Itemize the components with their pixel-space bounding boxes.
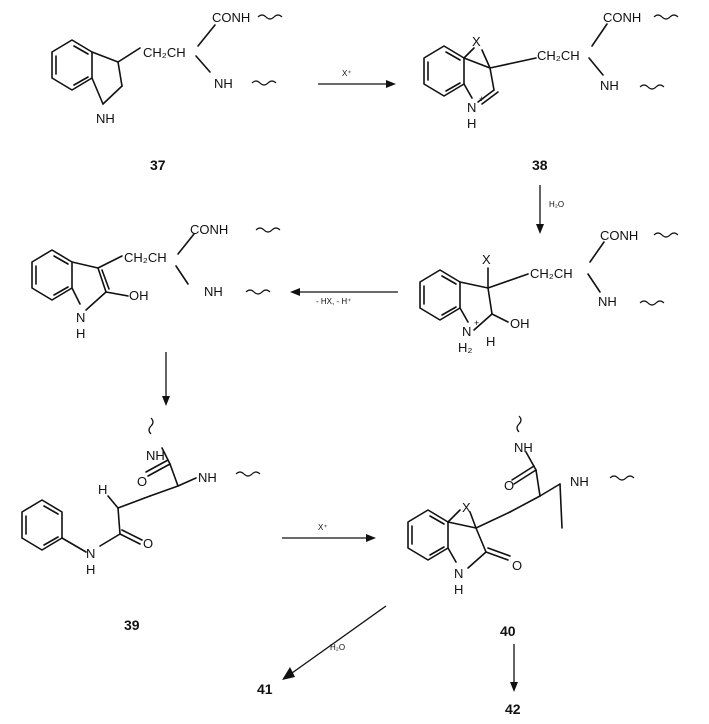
reagent-x-plus-1: X⁺ [342,69,352,78]
compound-39-nh-side-label: NH [198,470,217,485]
reagent-water-2: H₂O [330,643,345,652]
hydrate-h-label: H [486,334,495,349]
hydrate-ch2ch-label: CH₂CH [530,266,573,281]
arrow-to-41 [282,605,387,680]
compound-42-number: 42 [505,701,521,717]
compound-39-o-upper-label: O [137,474,147,489]
compound-37-structure [51,14,283,105]
compound-38-plus-label: + [479,94,484,104]
compound-39-n-label: N [86,546,95,561]
hydrate-plus-label: + [474,318,479,328]
compound-39-o-lower-label: O [143,536,153,551]
compound-38-structure [423,14,679,105]
compound-41-number: 41 [257,681,273,697]
compound-39-number: 39 [124,617,140,633]
compound-39-structure [21,417,261,553]
compound-38-number: 38 [532,157,548,173]
arrow-38-to-hydrate [536,185,544,234]
compound-40-amide-nh-label: NH [514,440,533,455]
compound-40-x-label: X [462,500,471,515]
hydroxyindole-n-label: N [76,310,85,325]
hydroxyindole-nh-side-label: NH [204,284,223,299]
compound-40-nh-side-label: NH [570,474,589,489]
compound-37-nh-label: NH [96,111,115,126]
hydroxyindole-ch2ch-label: CH₂CH [124,250,167,265]
hydrate-n-label: N [462,324,471,339]
hydrate-intermediate-structure [419,232,679,331]
compound-40-structure [407,415,635,569]
compound-39-h-label: H [98,482,107,497]
arrow-39-to-40 [282,534,376,542]
compound-40-n-label: N [454,566,463,581]
reagent-water-1: H₂O [549,200,564,209]
compound-38-n-label: N [467,100,476,115]
compound-38-h-label: H [467,116,476,131]
compound-37-conh-label: CONH [212,10,250,25]
compound-40-o-lower-label: O [512,558,522,573]
arrow-hydrate-to-hydroxyindole [290,288,398,296]
arrow-37-to-38 [318,80,396,88]
hydroxyindole-h-label: H [76,326,85,341]
hydrate-oh-label: OH [510,316,530,331]
arrow-hydroxyindole-to-39 [162,352,170,406]
compound-38-ch2ch-label: CH₂CH [537,48,580,63]
compound-39-amide-nh-label: NH [146,448,165,463]
arrow-40-to-42 [510,644,518,692]
compound-40-o-upper-label: O [504,478,514,493]
compound-40-number: 40 [500,623,516,639]
reagent-elimination: - HX, - H⁺ [316,297,351,306]
compound-38-nh-side-label: NH [600,78,619,93]
hydrate-x-label: X [482,252,491,267]
compound-40-h-label: H [454,582,463,597]
compound-38-conh-label: CONH [603,10,641,25]
hydrate-nh-side-label: NH [598,294,617,309]
compound-39-h-under-n-label: H [86,562,95,577]
compound-37-number: 37 [150,157,166,173]
compound-37-ch2ch-label: CH₂CH [143,45,186,60]
compound-37-nh-side-label: NH [214,76,233,91]
hydroxyindole-structure [31,227,281,311]
hydrate-conh-label: CONH [600,228,638,243]
hydroxyindole-conh-label: CONH [190,222,228,237]
hydroxyindole-oh-label: OH [129,288,149,303]
compound-38-x-label: X [472,34,481,49]
reagent-x-plus-2: X⁺ [318,523,328,532]
hydrate-h2-label: H₂ [458,340,472,355]
